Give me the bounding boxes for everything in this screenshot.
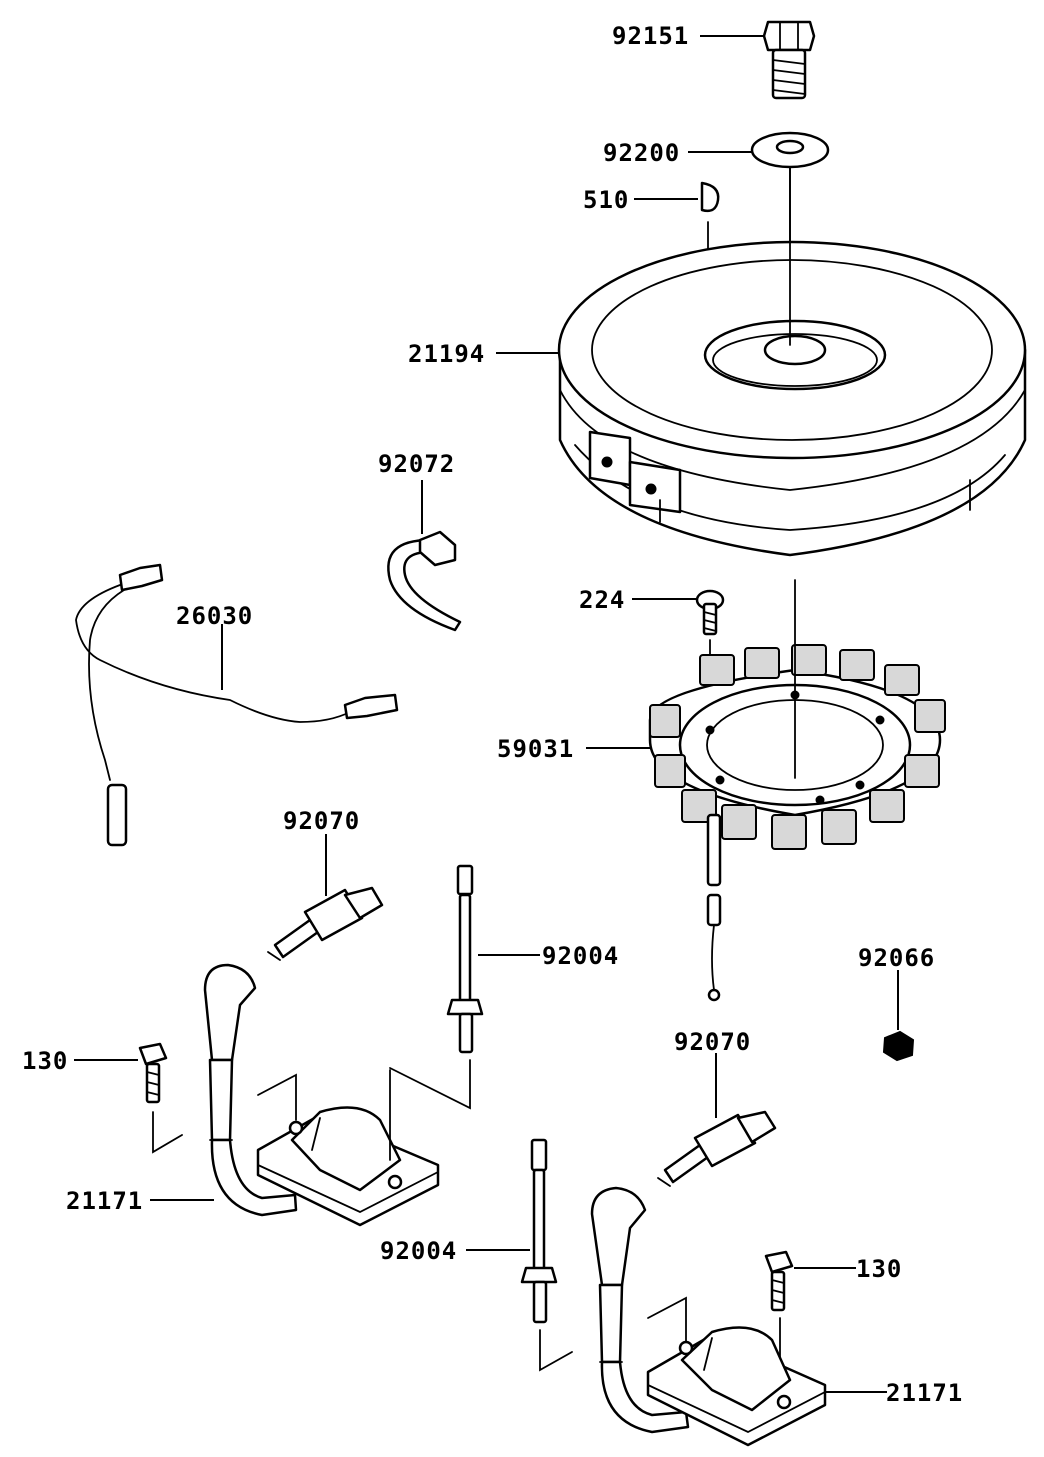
bolt-130-right xyxy=(764,1250,794,1312)
clamp-92072 xyxy=(387,530,462,632)
ignition-coil-21171-right xyxy=(590,1186,827,1447)
callout-92072: 92072 xyxy=(378,450,455,478)
callout-92151: 92151 xyxy=(612,22,689,50)
bolt-130-left xyxy=(138,1042,168,1104)
callout-92004-right: 92004 xyxy=(380,1237,457,1265)
callout-92004-left: 92004 xyxy=(542,942,619,970)
harness-26030 xyxy=(75,563,399,847)
bolt-92151 xyxy=(762,20,816,100)
stator-59031 xyxy=(648,579,946,1002)
callout-21171-left: 21171 xyxy=(66,1187,143,1215)
washer-92200 xyxy=(750,131,830,169)
callout-510: 510 xyxy=(583,186,629,214)
callout-224: 224 xyxy=(579,586,625,614)
callout-92200: 92200 xyxy=(603,139,680,167)
stud-92004-left xyxy=(446,864,484,1054)
screw-224 xyxy=(695,589,725,636)
callout-130-right: 130 xyxy=(856,1255,902,1283)
ignition-coil-21171-left xyxy=(203,963,440,1227)
spark-plug-92070-left xyxy=(267,886,384,961)
callout-92070-left: 92070 xyxy=(283,807,360,835)
flywheel-21194 xyxy=(557,167,1027,557)
nut-92066 xyxy=(882,1030,915,1062)
callout-92070-right: 92070 xyxy=(674,1028,751,1056)
stud-92004-right xyxy=(520,1138,558,1324)
callout-21194: 21194 xyxy=(408,340,485,368)
spark-plug-92070-right xyxy=(657,1110,777,1187)
callout-92066: 92066 xyxy=(858,944,935,972)
callout-21171-right: 21171 xyxy=(886,1379,963,1407)
callout-59031: 59031 xyxy=(497,735,574,763)
callout-130-left: 130 xyxy=(22,1047,68,1075)
callout-26030: 26030 xyxy=(176,602,253,630)
key-510 xyxy=(700,181,720,213)
